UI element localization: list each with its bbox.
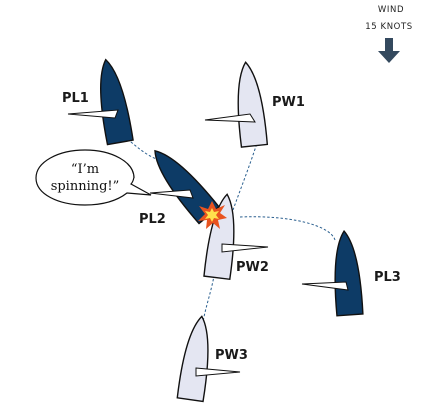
arrow-down-icon (378, 38, 400, 63)
speech-line-1: “I’m (71, 162, 99, 177)
boat-label-pw2: PW2 (236, 260, 269, 275)
boat-pl3-sail (301, 281, 349, 291)
boat-pl2 (144, 141, 220, 225)
boat-label-pl3: PL3 (374, 270, 401, 285)
boat-pl3 (301, 229, 364, 317)
boat-pl1 (67, 56, 134, 146)
speech-bubble-shape (35, 149, 152, 206)
boat-pl2-sail (149, 189, 194, 199)
wind-title: WIND (378, 5, 404, 15)
boat-pl1-hull (92, 56, 134, 146)
boat-pw2 (203, 192, 269, 280)
collision-burst-icon (198, 201, 227, 229)
boat-pw1-sail (204, 113, 256, 123)
boat-pw3-sail (195, 367, 241, 377)
track-pw2-pl3 (239, 216, 336, 241)
boat-pw1-hull (231, 60, 269, 148)
wind-indicator: WIND 15 KNOTS (365, 5, 413, 63)
boat-label-pw3: PW3 (215, 348, 248, 363)
boat-pl1-sail (67, 109, 119, 119)
speech-line-2: spinning!” (51, 179, 120, 194)
boat-pw3 (176, 313, 241, 403)
boat-pl3-hull (330, 229, 364, 317)
track-pw1-pw2 (232, 139, 259, 211)
boat-label-pw1: PW1 (272, 95, 305, 110)
wind-speed: 15 KNOTS (365, 22, 413, 32)
boat-pw3-hull (176, 313, 216, 403)
speech-bubble: “I’m spinning!” (35, 149, 152, 206)
boat-pw1 (204, 60, 269, 148)
boat-label-pl2: PL2 (139, 212, 166, 227)
boat-label-pl1: PL1 (62, 91, 89, 106)
boat-pw2-sail (221, 243, 269, 253)
